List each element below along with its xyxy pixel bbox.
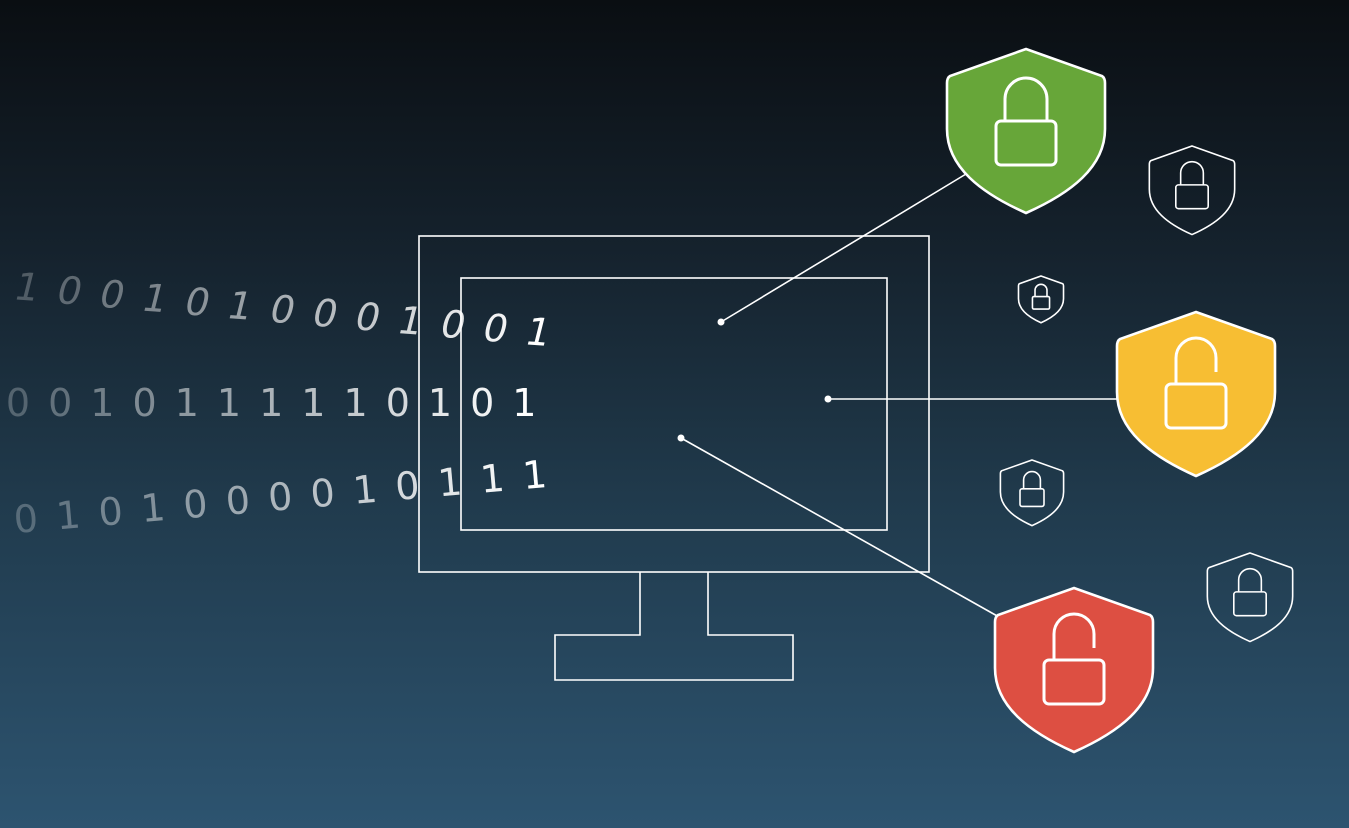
shield-outline-icon xyxy=(1017,275,1065,324)
binary-digit: 1 xyxy=(521,310,556,356)
binary-digit: 0 xyxy=(133,381,157,425)
binary-digit: 1 xyxy=(137,276,172,322)
shield-warning-icon xyxy=(1115,310,1277,478)
binary-digit: 1 xyxy=(175,381,199,425)
binary-digit: 1 xyxy=(139,485,167,531)
connector-dot xyxy=(717,318,725,326)
shield-outline-icon xyxy=(999,459,1065,527)
binary-digit: 0 xyxy=(308,291,343,337)
connector-dot xyxy=(824,395,832,403)
padlock-icon xyxy=(1175,160,1209,210)
binary-digit: 0 xyxy=(394,463,422,509)
connectors xyxy=(677,173,1120,618)
monitor-frame xyxy=(418,235,930,573)
binary-digit: 1 xyxy=(436,459,464,505)
binary-digit: 1 xyxy=(521,452,549,498)
binary-digit: 1 xyxy=(512,381,536,425)
padlock-icon xyxy=(1019,470,1045,508)
binary-digit: 1 xyxy=(10,265,45,311)
binary-digit: 0 xyxy=(97,489,125,535)
binary-digit: 0 xyxy=(478,306,513,352)
binary-digit: 1 xyxy=(478,456,506,502)
padlock-icon xyxy=(1233,567,1267,617)
binary-digit: 0 xyxy=(6,381,30,425)
binary-digit: 0 xyxy=(180,280,215,326)
binary-digit: 0 xyxy=(265,287,300,333)
binary-digit: 0 xyxy=(309,470,337,516)
binary-digit: 0 xyxy=(12,496,40,542)
binary-digit: 1 xyxy=(54,492,82,538)
binary-digit: 1 xyxy=(344,381,368,425)
binary-digit: 1 xyxy=(90,381,114,425)
monitor-icon xyxy=(418,235,930,681)
binary-digit: 0 xyxy=(470,381,494,425)
binary-digit: 1 xyxy=(393,299,428,345)
connector-secure xyxy=(720,173,967,323)
binary-digit: 0 xyxy=(224,478,252,524)
binary-digit: 0 xyxy=(266,474,294,520)
binary-digit: 1 xyxy=(351,467,379,513)
binary-digit: 1 xyxy=(259,381,283,425)
shield-outline-icon xyxy=(1206,552,1294,643)
connector-breach xyxy=(680,437,1000,618)
connector-dot xyxy=(677,434,685,442)
shield-outline-icon xyxy=(1148,145,1236,236)
binary-digit: 1 xyxy=(428,381,452,425)
unlocked-padlock-icon xyxy=(1164,336,1228,430)
binary-digit: 0 xyxy=(386,381,410,425)
shields xyxy=(945,47,1294,754)
monitor-stand xyxy=(554,572,794,681)
unlocked-padlock-icon xyxy=(1042,612,1106,706)
binary-digit: 0 xyxy=(52,269,87,315)
binary-digit: 1 xyxy=(217,381,241,425)
binary-digit: 1 xyxy=(223,284,258,330)
binary-digit: 1 xyxy=(301,381,325,425)
shield-breach-icon xyxy=(993,586,1155,754)
shield-secure-icon xyxy=(945,47,1107,215)
binary-digit: 0 xyxy=(436,302,471,348)
padlock-icon xyxy=(1031,283,1051,310)
binary-digit: 0 xyxy=(350,295,385,341)
monitor-screen xyxy=(460,277,888,531)
binary-digit: 0 xyxy=(48,381,72,425)
padlock-icon xyxy=(994,76,1058,167)
binary-digit: 0 xyxy=(95,272,130,318)
binary-digit: 0 xyxy=(182,481,210,527)
